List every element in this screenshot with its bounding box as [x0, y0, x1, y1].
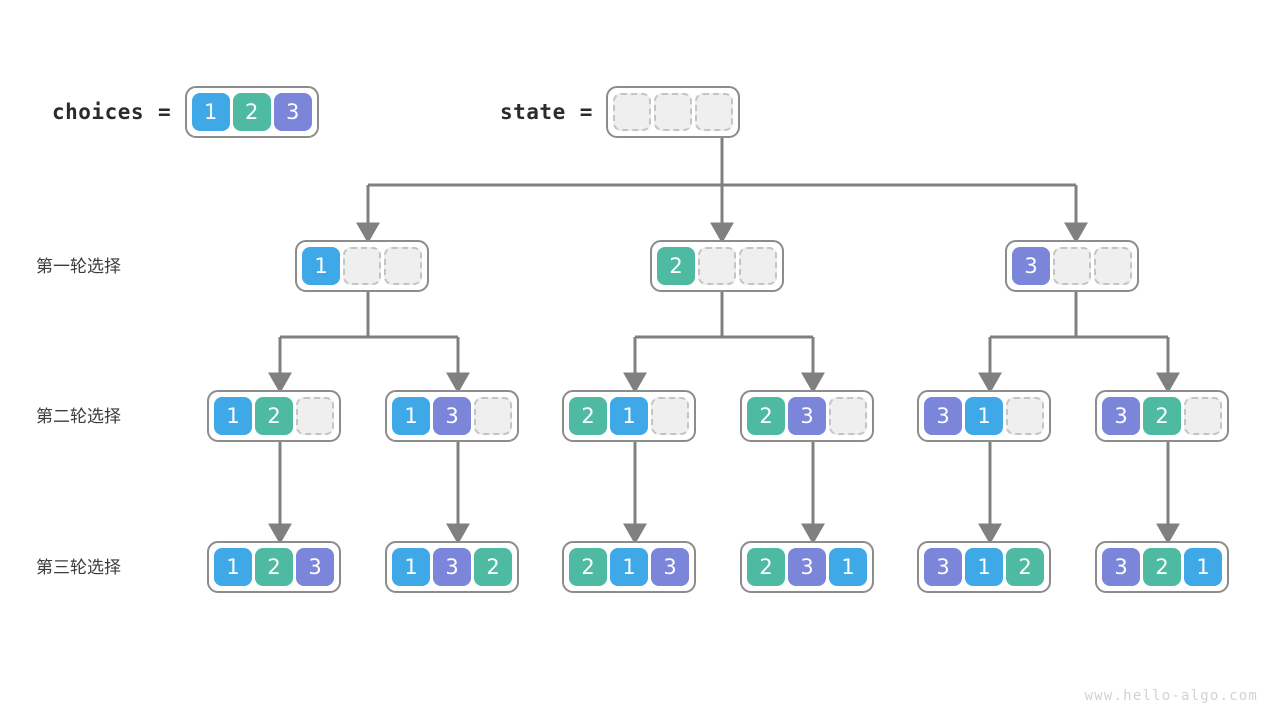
round-2-node-2-cell-1: 1	[392, 397, 430, 435]
round-1-node-3-cell-2	[1053, 247, 1091, 285]
row-caption-round-1: 第一轮选择	[36, 257, 121, 277]
round-3-node-1-cell-1: 1	[214, 548, 252, 586]
round-1-node-1-cell-2	[343, 247, 381, 285]
round-2-node-4-cell-1: 2	[747, 397, 785, 435]
state-cell-3	[695, 93, 734, 131]
round-2-node-2-cell-2: 3	[433, 397, 471, 435]
round-3-node-1-cell-3: 3	[296, 548, 334, 586]
round-2-node-1-cell-1: 1	[214, 397, 252, 435]
round-3-node-3-cell-1: 2	[569, 548, 607, 586]
round-2-node-6-cell-3	[1184, 397, 1222, 435]
site-watermark: www.hello-algo.com	[1084, 688, 1258, 704]
round-2-node-5-cell-2: 1	[965, 397, 1003, 435]
round-3-node-4-cell-1: 2	[747, 548, 785, 586]
round-3-node-3-cell-2: 1	[610, 548, 648, 586]
round-2-node-1-cell-3	[296, 397, 334, 435]
round-1-node-1-cell-1: 1	[302, 247, 340, 285]
row-caption-round-2: 第二轮选择	[36, 407, 121, 427]
choices-cell-2: 2	[232, 93, 271, 131]
round-3-node-4-cell-2: 3	[788, 548, 826, 586]
state-cell-1	[613, 93, 652, 131]
state-cell-2	[654, 93, 693, 131]
round-1-node-1-cell-3	[384, 247, 422, 285]
round-2-node-6-cell-1: 3	[1102, 397, 1140, 435]
round-3-node-4-cell-3: 1	[829, 548, 867, 586]
round-3-node-5-cell-3: 2	[1006, 548, 1044, 586]
round-1-node-3-cell-3	[1094, 247, 1132, 285]
round-2-node-3-cell-3	[651, 397, 689, 435]
round-2-node-1-cell-2: 2	[255, 397, 293, 435]
row-caption-round-3: 第三轮选择	[36, 558, 121, 578]
choices-equals-sign: =	[158, 100, 171, 124]
round-2-node-3-cell-2: 1	[610, 397, 648, 435]
round-3-node-2-cell-1: 1	[392, 548, 430, 586]
state-assignment: state =	[500, 86, 741, 138]
round-3-node-5-cell-2: 1	[965, 548, 1003, 586]
round-2-node-4-cell-2: 3	[788, 397, 826, 435]
round-3-node-5-cell-1: 3	[924, 548, 962, 586]
round-2-node-4-cell-3	[829, 397, 867, 435]
tree-node-round-1-1: 1	[295, 240, 429, 292]
round-1-node-2-cell-1: 2	[657, 247, 695, 285]
round-3-node-2-cell-2: 3	[433, 548, 471, 586]
round-2-node-2-cell-3	[474, 397, 512, 435]
tree-node-round-1-3: 3	[1005, 240, 1139, 292]
round-1-node-2-cell-2	[698, 247, 736, 285]
round-3-node-3-cell-3: 3	[651, 548, 689, 586]
round-3-node-2-cell-3: 2	[474, 548, 512, 586]
choices-cell-3: 3	[273, 93, 312, 131]
state-equals-sign: =	[579, 100, 593, 124]
round-1-node-3-cell-1: 3	[1012, 247, 1050, 285]
round-3-node-6-cell-1: 3	[1102, 548, 1140, 586]
state-array	[606, 86, 741, 138]
choices-cell-1: 1	[191, 93, 230, 131]
round-1-node-2-cell-3	[739, 247, 777, 285]
round-3-node-6-cell-3: 1	[1184, 548, 1222, 586]
round-2-node-5-cell-1: 3	[924, 397, 962, 435]
round-2-node-6-cell-2: 2	[1143, 397, 1181, 435]
round-2-node-5-cell-3	[1006, 397, 1044, 435]
tree-node-round-1-2: 2	[650, 240, 784, 292]
round-2-node-3-cell-1: 2	[569, 397, 607, 435]
round-3-node-6-cell-2: 2	[1143, 548, 1181, 586]
round-3-node-1-cell-2: 2	[255, 548, 293, 586]
state-label: state	[500, 100, 566, 124]
choices-label: choices	[52, 100, 145, 124]
